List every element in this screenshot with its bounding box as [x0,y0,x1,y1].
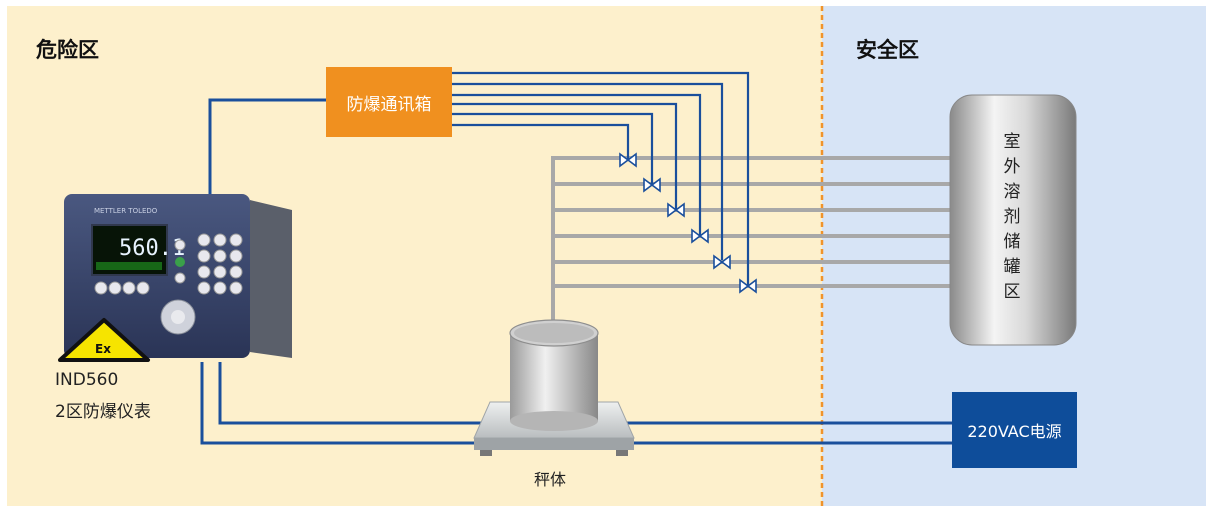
valve-icon [667,202,685,218]
ind560-instrument: METTLER TOLEDO 560.1 [64,194,292,358]
instrument-brand: METTLER TOLEDO [94,207,158,215]
valve-control-lines [452,71,750,285]
valve-icon [713,254,731,270]
instrument-display-value: 560.1 [119,236,185,261]
comm-box-label: 防爆通讯箱 [346,94,432,115]
valves [619,152,757,294]
ex-warning-text: Ex [95,342,111,356]
scale-tank [509,319,599,431]
valve-icon [691,228,709,244]
power-cables [200,362,952,445]
power-box-label: 220VAC电源 [967,422,1062,441]
power-box: 220VAC电源 [952,392,1077,468]
comm-cable [208,98,326,195]
comm-box: 防爆通讯箱 [326,67,452,137]
instrument-description: 2区防爆仪表 [55,402,151,422]
instrument-model: IND560 [55,370,119,390]
valve-icon [739,278,757,294]
storage-tank-label: 室外溶剂储罐区 [1003,132,1021,302]
valve-icon [643,177,661,193]
scale-label: 秤体 [534,470,567,489]
ex-warning-icon: Ex [58,318,150,362]
hazard-zone-label: 危险区 [36,38,99,62]
safe-zone-label: 安全区 [856,38,919,62]
storage-tank [949,94,1077,346]
valve-icon [619,152,637,168]
